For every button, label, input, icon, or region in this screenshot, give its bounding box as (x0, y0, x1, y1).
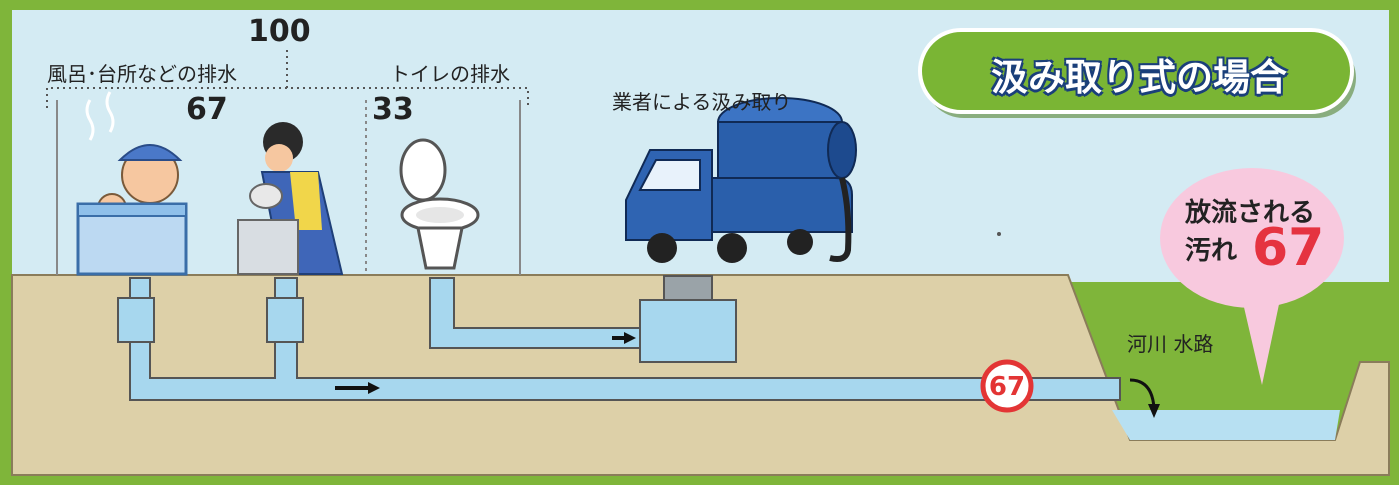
river-water (1112, 410, 1340, 440)
ground (11, 274, 1390, 476)
page-title: 汲み取り式の場合 (991, 56, 1287, 99)
total-bracket (46, 48, 529, 108)
callout-value: 67 (1252, 218, 1325, 278)
septic-tank (639, 275, 737, 363)
dot-mark (997, 232, 1001, 236)
kitchen-scene (237, 122, 344, 275)
callout-bubble (1160, 168, 1344, 385)
bath-kitchen-label: 風呂･台所などの排水 (47, 62, 237, 86)
pipe-badge (980, 359, 1034, 413)
truck-label: 業者による汲み取り (612, 90, 792, 114)
callout-line1: 放流される (1185, 198, 1316, 228)
toilet-value: 33 (372, 92, 414, 127)
flow-arrows (335, 332, 1160, 418)
toilet-label: トイレの排水 (390, 62, 510, 86)
bath-kitchen-value: 67 (186, 92, 228, 127)
total-value: 100 (248, 14, 311, 49)
river-label: 河川 水路 (1127, 332, 1214, 356)
title-pill (918, 28, 1356, 118)
pipe-badge-value: 67 (988, 372, 1026, 402)
callout-line2: 汚れ (1185, 236, 1238, 266)
vacuum-truck-icon (625, 97, 857, 263)
bathtub-scene (76, 91, 188, 276)
room-frames (56, 100, 521, 275)
toilet-icon (399, 138, 480, 270)
